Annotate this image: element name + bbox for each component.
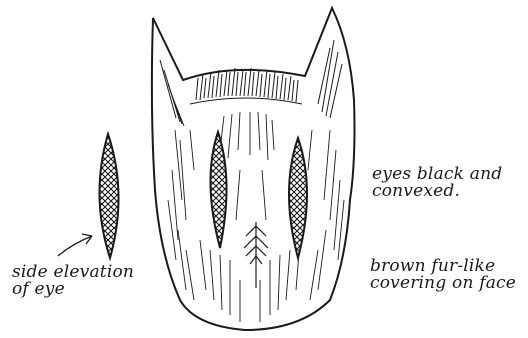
side-elevation-arrow bbox=[58, 234, 92, 256]
fur-label-line2: covering on face bbox=[370, 275, 516, 292]
eyes-label-line2: convexed. bbox=[372, 183, 502, 200]
eyes-label: eyes black and convexed. bbox=[372, 166, 502, 200]
side-elevation-eye bbox=[99, 134, 118, 258]
side-elevation-label: side elevation of eye bbox=[12, 264, 134, 298]
side-elevation-label-line2: of eye bbox=[12, 281, 134, 298]
fur-label: brown fur-like covering on face bbox=[370, 258, 516, 292]
